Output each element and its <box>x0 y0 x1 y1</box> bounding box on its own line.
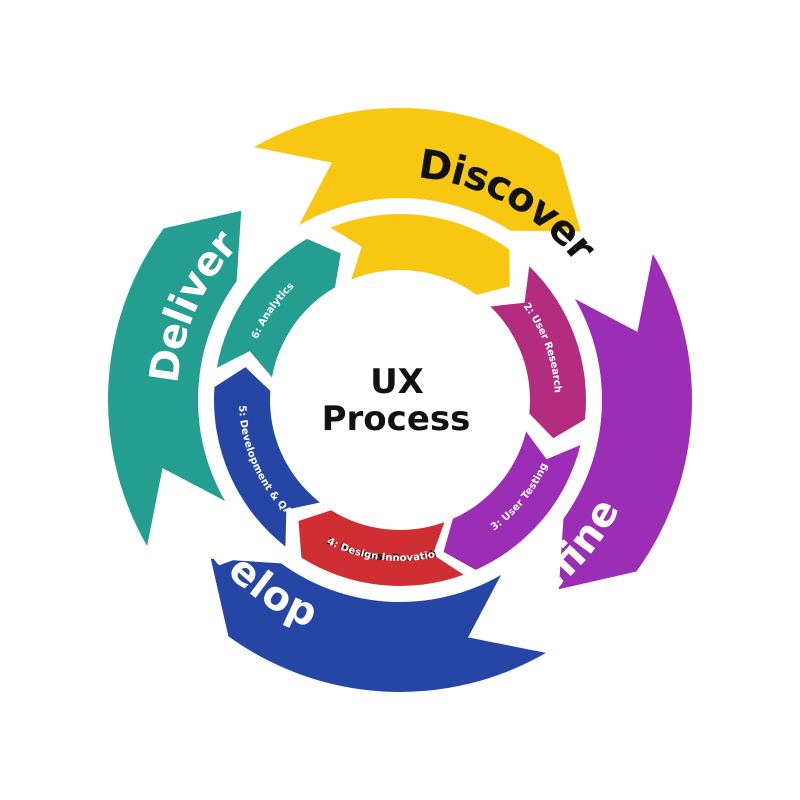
outer-phase-discover <box>254 108 581 232</box>
center-title-line-1: UX <box>370 362 424 402</box>
inner-step-analytics <box>216 238 341 378</box>
outer-phase-define <box>558 254 692 590</box>
center-disc <box>272 272 528 528</box>
inner-step-design-innovation <box>298 510 464 586</box>
inner-step-user-testing <box>443 431 581 570</box>
outer-phase-develop <box>210 558 547 692</box>
center-circle: UX Process <box>272 272 528 528</box>
inner-step-business-research <box>330 213 510 295</box>
center-title-line-2: Process <box>322 399 471 439</box>
outer-phase-deliver <box>108 210 242 547</box>
inner-step-development-qa <box>213 367 320 547</box>
inner-step-user-research <box>490 266 586 439</box>
